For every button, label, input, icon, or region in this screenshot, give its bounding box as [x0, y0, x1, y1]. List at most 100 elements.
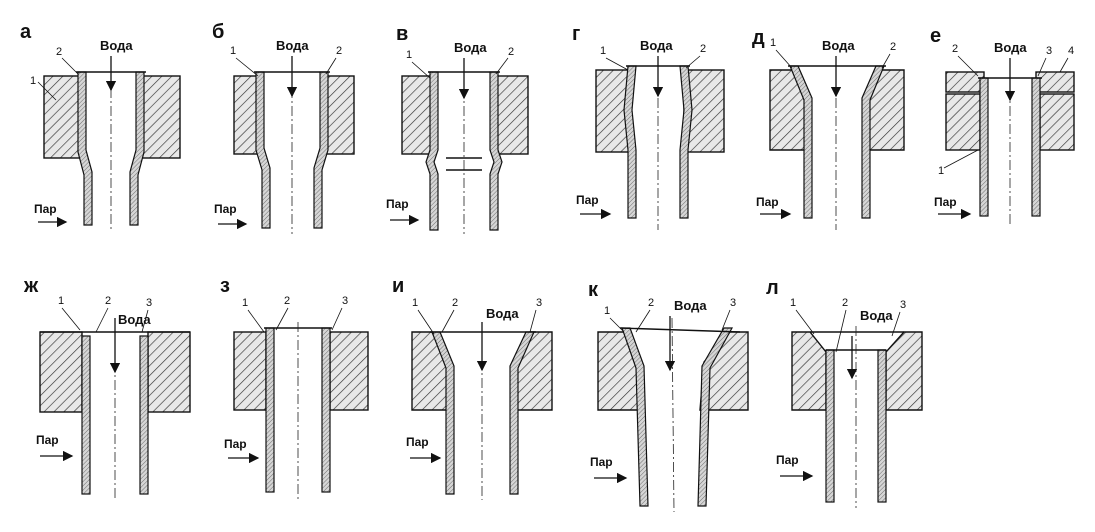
tube-plate-left — [945, 93, 981, 151]
water-label: Вода — [486, 306, 519, 321]
cover-plate-left — [945, 71, 985, 93]
callout-4: 4 — [1068, 45, 1074, 57]
leader-2 — [441, 309, 455, 333]
callout-2: 2 — [56, 46, 62, 58]
tube-plate-left — [39, 331, 83, 413]
callout-3: 3 — [536, 297, 542, 309]
tube-plate-right — [495, 75, 529, 155]
water-label: Вода — [860, 308, 893, 323]
steam-label: Пар — [36, 433, 59, 447]
callout-1: 1 — [58, 295, 64, 307]
tube-wall-right — [313, 71, 329, 229]
tube-wall-left — [623, 65, 637, 219]
leader-1 — [61, 307, 81, 331]
tube-plate-left — [43, 75, 85, 159]
tube-end-edge — [619, 327, 741, 333]
callout-2: 2 — [890, 41, 896, 53]
callout-1: 1 — [790, 297, 796, 309]
water-label: Вода — [822, 38, 855, 53]
tube-plate-right — [137, 75, 181, 159]
callout-3: 3 — [342, 295, 348, 307]
leader-1 — [247, 309, 265, 333]
tube-plate-left — [401, 75, 433, 155]
leader-1 — [605, 57, 629, 71]
panel-z: з 1 2 3 Пар — [220, 275, 369, 500]
leader-3 — [331, 307, 343, 331]
callout-3: 3 — [1046, 45, 1052, 57]
leader-2 — [881, 53, 891, 69]
panel-d: д Вода 1 2 Пар — [752, 27, 905, 230]
tube-plate-right — [683, 69, 725, 153]
leader-1 — [411, 61, 431, 79]
callout-1: 1 — [230, 45, 236, 57]
tube-wall-left — [265, 327, 275, 493]
leader-1 — [37, 81, 57, 101]
steam-label: Пар — [934, 195, 957, 209]
panel-letter-b: б — [212, 21, 224, 43]
callout-1: 1 — [938, 165, 944, 177]
tube-wall-left — [255, 71, 271, 229]
tube-wall-left — [77, 71, 93, 226]
leader-3 — [721, 309, 731, 331]
callout-2: 2 — [508, 46, 514, 58]
steam-label: Пар — [576, 193, 599, 207]
panel-b: б Вода 1 2 Пар — [212, 21, 355, 234]
tube-wall-right — [129, 71, 145, 226]
leader-3 — [529, 309, 537, 333]
tube-plate-left — [233, 331, 267, 411]
water-label: Вода — [118, 312, 151, 327]
callout-1: 1 — [242, 297, 248, 309]
panel-zh: ж Вода 1 2 3 Пар — [23, 275, 191, 500]
tube-wall-right — [489, 71, 503, 231]
tube-wall-right — [679, 65, 693, 219]
callout-2: 2 — [336, 45, 342, 57]
panel-letter-d: д — [752, 27, 765, 49]
callout-1: 1 — [406, 49, 412, 61]
tube-plate-right — [329, 331, 369, 411]
callout-2: 2 — [452, 297, 458, 309]
callout-2: 2 — [842, 297, 848, 309]
steam-label: Пар — [224, 437, 247, 451]
callout-2: 2 — [648, 297, 654, 309]
water-label: Вода — [674, 298, 707, 313]
tube-wall-right — [877, 349, 887, 503]
tube-wall-right — [139, 335, 149, 495]
leader-1 — [235, 57, 259, 77]
leader-1 — [609, 317, 625, 333]
leader-2 — [325, 57, 337, 75]
water-label: Вода — [454, 40, 487, 55]
panel-letter-e: е — [930, 25, 941, 47]
tube-axis — [671, 317, 675, 513]
leader-2 — [95, 307, 109, 333]
panel-letter-z: з — [220, 275, 230, 297]
steam-label: Пар — [214, 202, 237, 216]
tube-plate-left — [791, 331, 827, 411]
panel-letter-a: а — [20, 21, 32, 43]
steam-label: Пар — [590, 455, 613, 469]
panel-letter-zh: ж — [23, 275, 39, 297]
water-label: Вода — [276, 38, 309, 53]
tube-plate-right — [1039, 93, 1075, 151]
panel-i: и Вода 1 2 3 Пар — [392, 275, 553, 500]
callout-2: 2 — [700, 43, 706, 55]
callout-2: 2 — [105, 295, 111, 307]
leader-2 — [835, 309, 847, 353]
water-label: Вода — [994, 40, 1027, 55]
tube-wall-right — [697, 327, 734, 507]
water-label: Вода — [640, 38, 673, 53]
tube-wall-right — [321, 327, 331, 493]
callout-1: 1 — [604, 305, 610, 317]
callout-2: 2 — [284, 295, 290, 307]
leader-3 — [141, 309, 149, 333]
callout-1: 1 — [30, 75, 36, 87]
callout-3: 3 — [146, 297, 152, 309]
panel-letter-i: и — [392, 275, 404, 297]
callout-3: 3 — [730, 297, 736, 309]
leader-4 — [1059, 57, 1069, 73]
panel-e: е Вода 2 3 4 1 Пар — [930, 25, 1075, 226]
cover-plate-right — [1035, 71, 1075, 93]
panel-k: к Вода 1 2 3 Пар — [588, 279, 749, 513]
leader-2 — [635, 309, 651, 333]
